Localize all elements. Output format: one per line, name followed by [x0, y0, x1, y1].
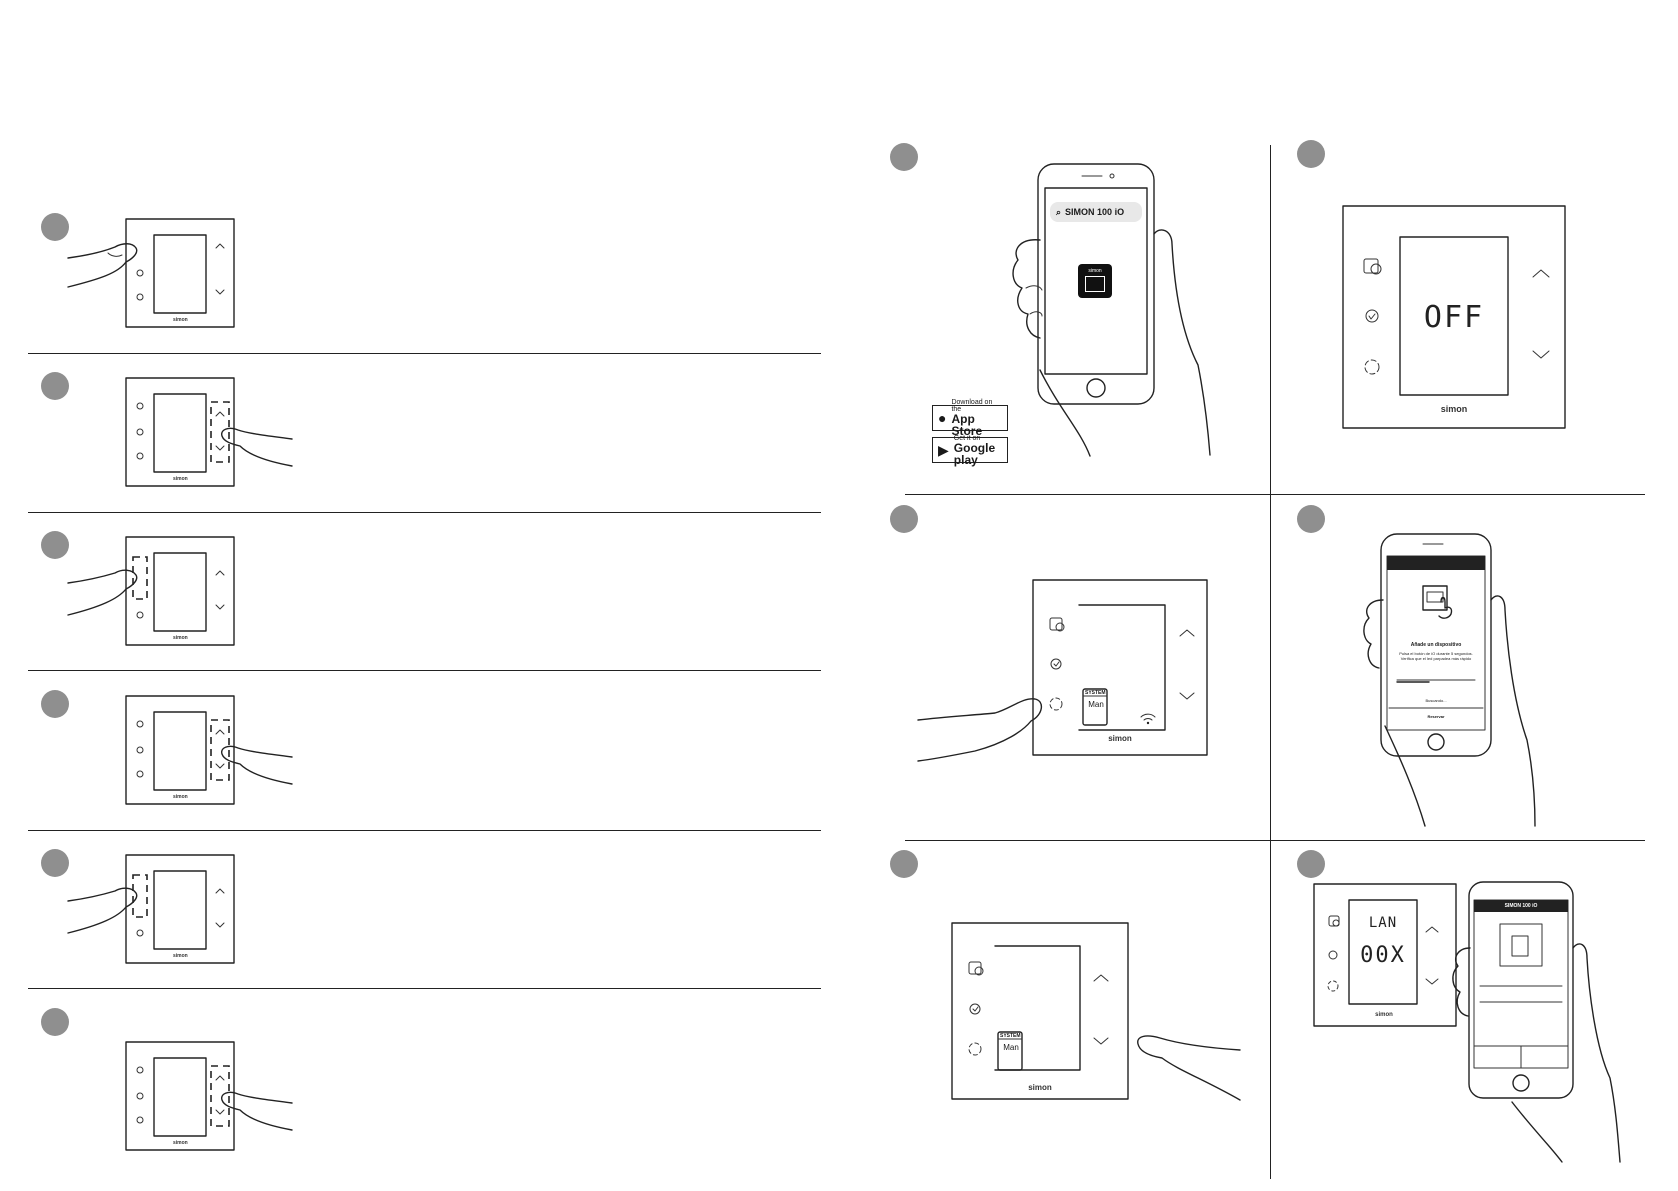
step-4-marker — [41, 690, 69, 718]
apple-icon: ● — [938, 410, 947, 426]
step-3-illustration: simon — [60, 533, 300, 648]
step-1-marker — [41, 213, 69, 241]
left-divider-5 — [28, 988, 821, 989]
left-divider-4 — [28, 830, 821, 831]
app-icon-label: simon — [1088, 268, 1102, 274]
right-divider-2 — [905, 840, 1645, 841]
search-icon: ⌕ — [1056, 206, 1062, 217]
google-play-badge[interactable]: ▶ Get it on Google play — [932, 434, 1008, 467]
left-divider-3 — [28, 670, 821, 671]
pairing-phone-illustration: Añade un dispositivo Pulsa el botón de i… — [1345, 530, 1565, 830]
google-play-big-text: Google play — [953, 440, 996, 467]
left-divider-2 — [28, 512, 821, 513]
step-5-illustration: simon — [60, 851, 300, 966]
mode-badge-value: Man — [1088, 700, 1104, 709]
step-d-marker — [1297, 505, 1325, 533]
display-off-text: OFF — [1424, 300, 1484, 335]
app-store-big-text: App Store — [951, 412, 983, 438]
thermostat-off-illustration: OFF simon — [1342, 205, 1568, 429]
left-divider-1 — [28, 353, 821, 354]
step-5-brand: simon — [173, 953, 188, 959]
step-2-illustration: simon — [60, 374, 300, 489]
mode-badge-top-2: SYSTEM — [1000, 1033, 1021, 1039]
thermostat-system-brand: simon — [1108, 734, 1132, 743]
pairing-button[interactable]: Reservar — [1427, 714, 1445, 719]
app-store-badge[interactable]: ● Download on the App Store — [932, 399, 1008, 437]
lan-config-illustration: LAN 00X simon SIMON 100 iO — [1312, 878, 1642, 1163]
step-6-marker — [41, 1008, 69, 1036]
mode-badge-top: SYSTEM — [1085, 690, 1106, 696]
app-icon: simon — [1078, 264, 1112, 298]
search-text: SIMON 100 iO — [1065, 207, 1125, 217]
step-c-marker — [890, 505, 918, 533]
right-vertical-divider — [1270, 145, 1271, 1179]
google-play-small-text: Get it on — [953, 434, 981, 442]
pairing-body: Pulsa el botón de iO durante 5 segundos.… — [1399, 651, 1473, 661]
step-4-brand: simon — [173, 794, 188, 800]
step-4-illustration: simon — [60, 692, 300, 807]
mode-badge-value-2: Man — [1003, 1043, 1019, 1052]
step-a-marker — [890, 143, 918, 171]
thermostat-down-illustration: simon SYSTEM Man — [950, 920, 1250, 1110]
pairing-title: Añade un dispositivo — [1410, 642, 1462, 648]
step-6-illustration: simon — [60, 1038, 300, 1153]
step-2-brand: simon — [173, 476, 188, 482]
app-store-small-text: Download on the — [951, 399, 993, 413]
step-1-brand: simon — [173, 317, 188, 323]
step-2-marker — [41, 372, 69, 400]
lan-thermostat-brand: simon — [1375, 1012, 1393, 1018]
step-3-marker — [41, 531, 69, 559]
pairing-status: Buscando... — [1425, 698, 1447, 703]
step-5-marker — [41, 849, 69, 877]
thermostat-off-brand: simon — [1441, 404, 1468, 414]
step-1-illustration: simon — [60, 215, 300, 330]
phone-config-header: SIMON 100 iO — [1504, 903, 1538, 909]
app-search-bar: ⌕ SIMON 100 iO — [1050, 202, 1142, 222]
step-b-marker — [1297, 140, 1325, 168]
step-3-brand: simon — [173, 635, 188, 641]
display-code-text: 00X — [1360, 943, 1406, 968]
app-download-illustration: ⌕ SIMON 100 iO simon — [1000, 160, 1220, 460]
play-icon: ▶ — [938, 441, 949, 458]
thermostat-down-brand: simon — [1028, 1083, 1052, 1092]
thermostat-system-illustration: simon SYSTEM Man — [915, 575, 1215, 775]
display-lan-text: LAN — [1369, 915, 1397, 931]
step-e-marker — [890, 850, 918, 878]
step-f-marker — [1297, 850, 1325, 878]
right-divider-1 — [905, 494, 1645, 495]
step-6-brand: simon — [173, 1140, 188, 1146]
